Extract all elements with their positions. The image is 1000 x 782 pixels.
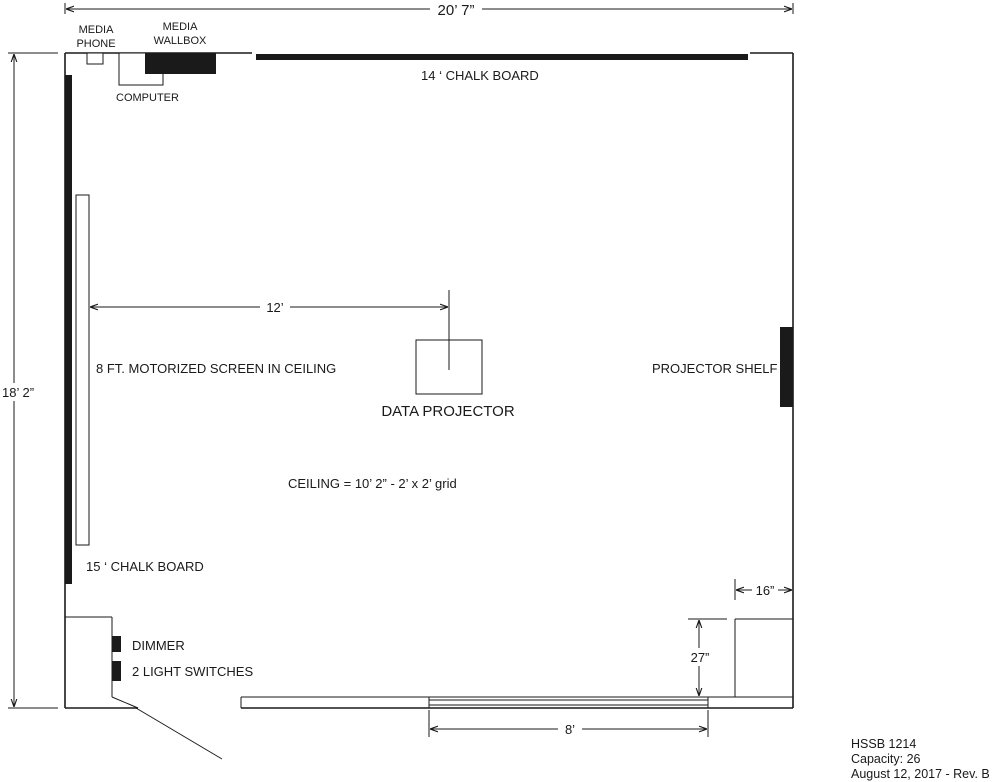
overall-depth-label: 18’ 2”: [2, 385, 34, 400]
media-phone-label-1: MEDIA: [79, 24, 115, 36]
media-phone-label-2: PHONE: [76, 38, 115, 50]
screen-label: 8 FT. MOTORIZED SCREEN IN CEILING: [96, 361, 336, 376]
shelf-offset-label: 16”: [756, 583, 775, 598]
media-wallbox: [145, 53, 216, 74]
chalkboard-left: [65, 75, 72, 584]
data-projector: DATA PROJECTOR: [381, 290, 515, 420]
media-wall-items: MEDIA PHONE MEDIA WALLBOX COMPUTER: [76, 21, 216, 104]
revision-date: August 12, 2017 - Rev. B: [851, 767, 990, 781]
projector-shelf-label: PROJECTOR SHELF: [652, 361, 778, 376]
overall-depth-dimension: 18’ 2”: [0, 52, 58, 709]
door-opening-label: 8’: [565, 722, 575, 737]
projector-throw-dimension: 12’: [90, 298, 448, 316]
room-info-block: HSSB 1214 Capacity: 26 August 12, 2017 -…: [851, 737, 990, 782]
light-switches-label: 2 LIGHT SWITCHES: [132, 664, 253, 679]
chalkboard-left-label: 15 ‘ CHALK BOARD: [86, 559, 204, 574]
room-capacity: Capacity: 26: [851, 752, 921, 766]
dimmer-switch: [112, 636, 121, 652]
door-opening-dimension: 8’: [428, 710, 709, 738]
overall-width-dimension: 20’ 7”: [64, 1, 794, 19]
ceiling-note: CEILING = 10’ 2” - 2’ x 2’ grid: [288, 476, 457, 491]
media-wallbox-label-2: WALLBOX: [154, 35, 207, 47]
chalkboard-top: [256, 54, 748, 60]
entry-alcove: DIMMER 2 LIGHT SWITCHES: [65, 616, 253, 709]
shelf-offset-dimension: 16”: [734, 579, 792, 600]
overall-width-label: 20’ 7”: [438, 2, 475, 19]
corner-alcove: [734, 618, 793, 697]
wall-return-dimension: 27”: [686, 618, 727, 696]
projector-shelf: [780, 327, 793, 407]
data-projector-label: DATA PROJECTOR: [381, 403, 515, 420]
computer-label: COMPUTER: [116, 92, 179, 104]
light-switches: [112, 661, 121, 681]
wall-return-label: 27”: [691, 650, 710, 665]
dimmer-label: DIMMER: [132, 638, 185, 653]
media-phone: [86, 52, 104, 65]
motorized-screen: [75, 194, 90, 546]
projector-throw-label: 12’: [266, 300, 283, 315]
room-number: HSSB 1214: [851, 737, 917, 751]
chalkboard-top-label: 14 ‘ CHALK BOARD: [421, 68, 539, 83]
door-leaf: [135, 707, 223, 760]
media-wallbox-label-1: MEDIA: [163, 21, 199, 33]
